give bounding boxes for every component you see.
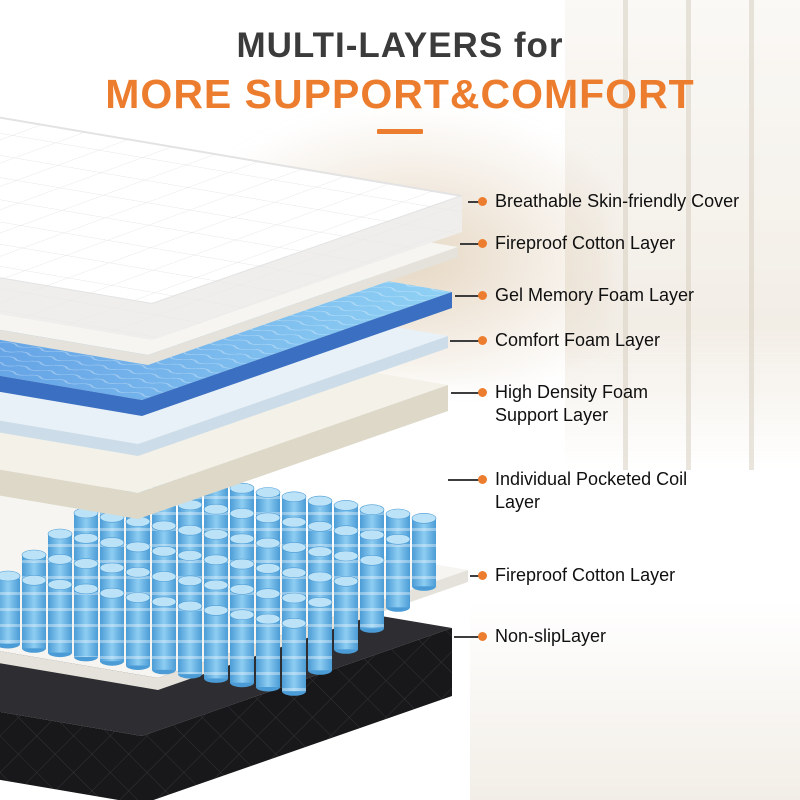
layer-breathable-cover — [0, 116, 463, 340]
leader-line-coils — [448, 479, 483, 481]
leader-line-cotton-top — [460, 243, 483, 245]
callout-high-density-foam: High Density Foam Support Layer — [478, 381, 700, 426]
callout-pocketed-coils: Individual Pocketed Coil Layer — [478, 468, 720, 513]
headline-line2: MORE SUPPORT&COMFORT — [105, 71, 695, 117]
callout-label: High Density Foam Support Layer — [495, 382, 649, 425]
callout-gel-memory-foam: Gel Memory Foam Layer — [478, 284, 694, 307]
callout-fireproof-cotton-bottom: Fireproof Cotton Layer — [478, 564, 675, 587]
callout-label: Non-slipLayer — [495, 626, 607, 646]
layer-pocketed-coils — [0, 465, 437, 696]
callout-comfort-foam: Comfort Foam Layer — [478, 329, 660, 352]
leader-line-hd-foam — [451, 392, 483, 394]
callout-dot — [478, 475, 487, 484]
callout-dot — [478, 571, 487, 580]
floor-backdrop — [470, 600, 800, 800]
callout-dot — [478, 336, 487, 345]
callout-label: Fireproof Cotton Layer — [495, 565, 676, 585]
leader-line-non-slip — [454, 636, 483, 638]
callout-fireproof-cotton-top: Fireproof Cotton Layer — [478, 232, 675, 255]
headline-underline — [377, 129, 423, 134]
callout-dot — [478, 239, 487, 248]
callout-dot — [478, 291, 487, 300]
callout-dot — [478, 632, 487, 641]
callout-dot — [478, 388, 487, 397]
callout-label: Gel Memory Foam Layer — [495, 285, 695, 305]
headline-line1: MULTI-LAYERS for — [236, 26, 564, 65]
callout-label: Breathable Skin-friendly Cover — [495, 191, 740, 211]
headline: MULTI-LAYERS for MORE SUPPORT&COMFORT — [0, 26, 800, 134]
leader-line-comfort — [450, 340, 483, 342]
callout-breathable-cover: Breathable Skin-friendly Cover — [478, 190, 739, 213]
leader-line-cover — [468, 201, 483, 203]
callout-label: Fireproof Cotton Layer — [495, 233, 676, 253]
leader-line-gel — [455, 295, 483, 297]
callout-label: Individual Pocketed Coil Layer — [495, 469, 688, 512]
callout-dot — [478, 197, 487, 206]
callout-non-slip: Non-slipLayer — [478, 625, 606, 648]
callout-label: Comfort Foam Layer — [495, 330, 661, 350]
leader-line-cotton-bottom — [470, 575, 483, 577]
